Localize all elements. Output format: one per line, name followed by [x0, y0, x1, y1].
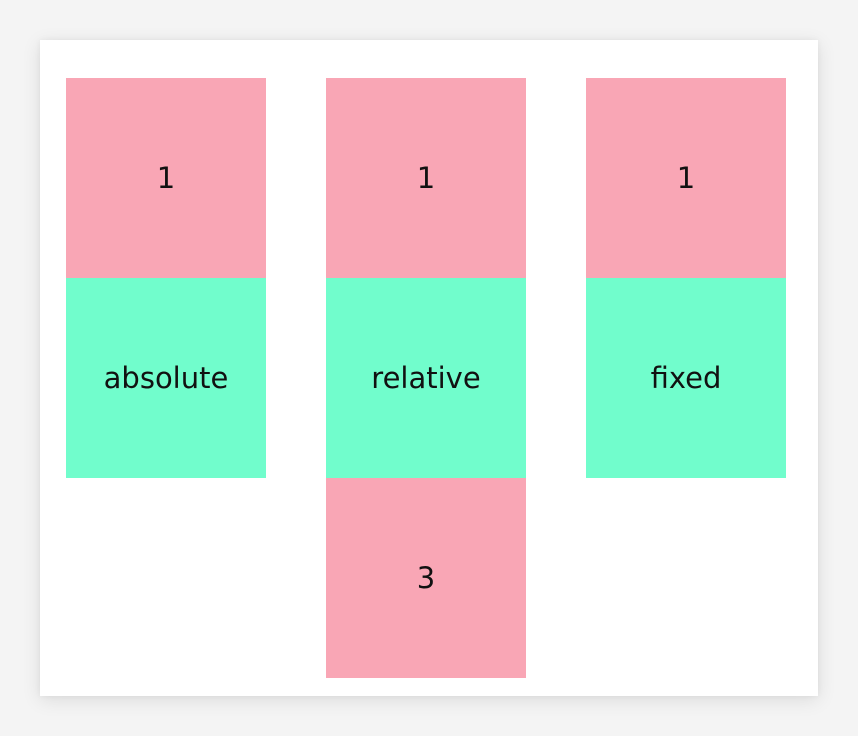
column-relative: 1 relative 3: [326, 78, 526, 678]
box-relative: relative: [326, 278, 526, 478]
column-absolute: 1 absolute: [66, 78, 266, 478]
box-3: 3: [326, 478, 526, 678]
box-fixed: fixed: [586, 278, 786, 478]
column-fixed: 1 fixed: [586, 78, 786, 478]
box-1: 1: [326, 78, 526, 278]
demo-canvas: 1 absolute 1 relative 3 1 fixed: [40, 40, 818, 696]
box-1: 1: [586, 78, 786, 278]
box-absolute: absolute: [66, 278, 266, 478]
box-1: 1: [66, 78, 266, 278]
